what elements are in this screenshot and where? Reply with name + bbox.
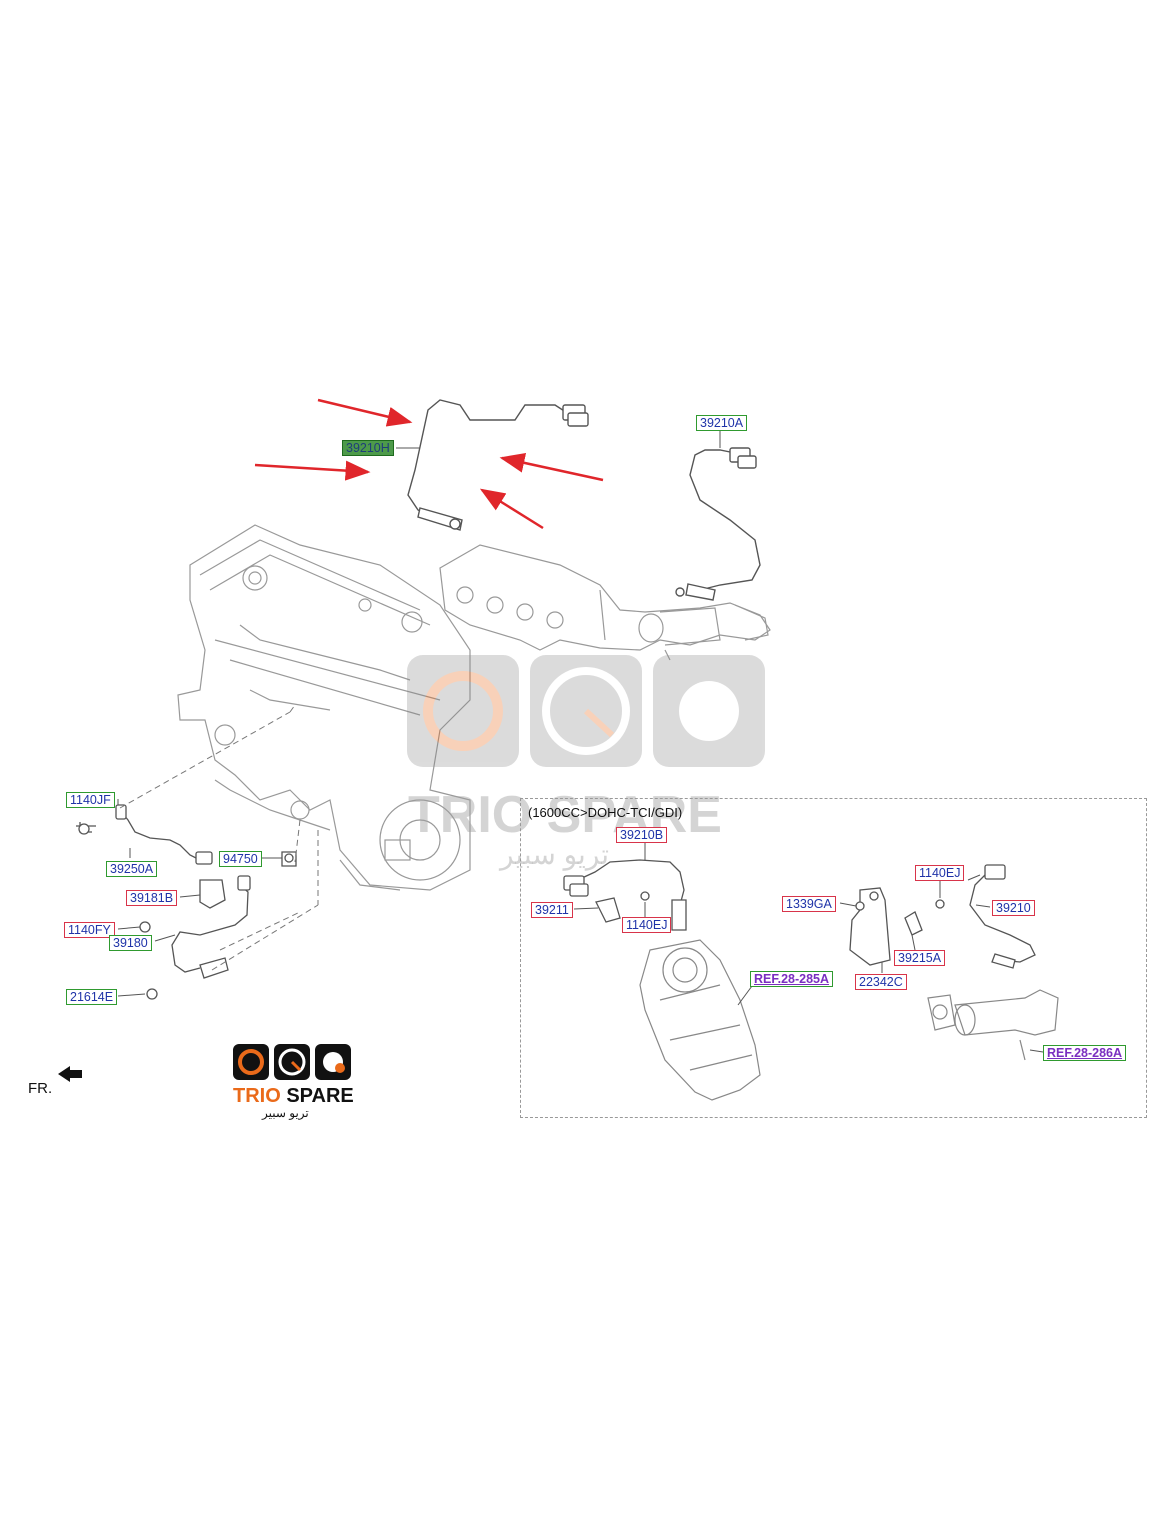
- o2-sensor-39210H-drawing: [407, 399, 589, 531]
- part-label-22342C[interactable]: 22342C: [855, 974, 907, 990]
- guide-lines: [119, 704, 319, 971]
- callout-arrows: [254, 398, 604, 530]
- variant-converter-left-drawing: [639, 939, 761, 1101]
- part-label-1140FY[interactable]: 1140FY: [64, 922, 115, 938]
- leaders-left: [117, 799, 282, 997]
- part-label-39215A[interactable]: 39215A: [894, 950, 946, 966]
- part-label-39210B[interactable]: 39210B: [616, 827, 668, 843]
- front-direction-label: FR.: [28, 1080, 53, 1097]
- watermark-text: TRIO SPARE: [408, 786, 722, 844]
- part-label-39210A[interactable]: 39210A: [696, 415, 748, 431]
- knock-sensor-drawing: [76, 804, 213, 865]
- ref-link-28-285A[interactable]: REF.28-285A: [750, 971, 834, 987]
- variant-converter-right-drawing: [927, 989, 1059, 1061]
- brand-name-trio: TRIO: [233, 1085, 281, 1107]
- front-direction-arrow-icon: [58, 1066, 82, 1082]
- watermark-arabic: تريو سبير: [500, 839, 610, 870]
- brand-name: TRIO SPARE: [233, 1085, 354, 1108]
- crank-sensor-drawing: [139, 875, 251, 1000]
- leaders-variant: [573, 842, 1044, 1053]
- part-label-39181B[interactable]: 39181B: [126, 890, 178, 906]
- part-label-1339GA[interactable]: 1339GA: [782, 896, 836, 912]
- part-label-21614E[interactable]: 21614E: [66, 989, 118, 1005]
- part-label-39250A[interactable]: 39250A: [106, 861, 158, 877]
- part-label-1140EJ-left[interactable]: 1140EJ: [622, 917, 672, 933]
- variant-bracket-drawing: [849, 887, 945, 966]
- part-label-94750[interactable]: 94750: [219, 851, 262, 867]
- variant-sensor-39210-drawing: [969, 864, 1036, 969]
- cam-sensor-drawing: [281, 851, 297, 867]
- o2-sensor-39210A-drawing: [675, 447, 761, 601]
- brand-logo-icon: [233, 1044, 351, 1080]
- part-label-39210[interactable]: 39210: [992, 900, 1035, 916]
- watermark-logo: [407, 655, 765, 767]
- part-label-39180[interactable]: 39180: [109, 935, 152, 951]
- engine-block-drawing: [177, 524, 471, 891]
- exhaust-manifold-drawing: [439, 544, 771, 661]
- variant-section-frame: [520, 798, 1147, 1118]
- ref-link-28-286A[interactable]: REF.28-286A: [1043, 1045, 1127, 1061]
- brand-name-spare: SPARE: [286, 1085, 354, 1107]
- variant-section-title: (1600CC>DOHC-TCI/GDI): [528, 805, 683, 820]
- brand-name-arabic: تريو سبير: [262, 1106, 309, 1120]
- variant-sensor-39210B-drawing: [563, 859, 687, 931]
- part-label-39211[interactable]: 39211: [531, 902, 573, 918]
- part-label-39210H[interactable]: 39210H: [342, 440, 394, 456]
- part-label-1140JF[interactable]: 1140JF: [66, 792, 115, 808]
- part-label-1140EJ-right[interactable]: 1140EJ: [915, 865, 965, 881]
